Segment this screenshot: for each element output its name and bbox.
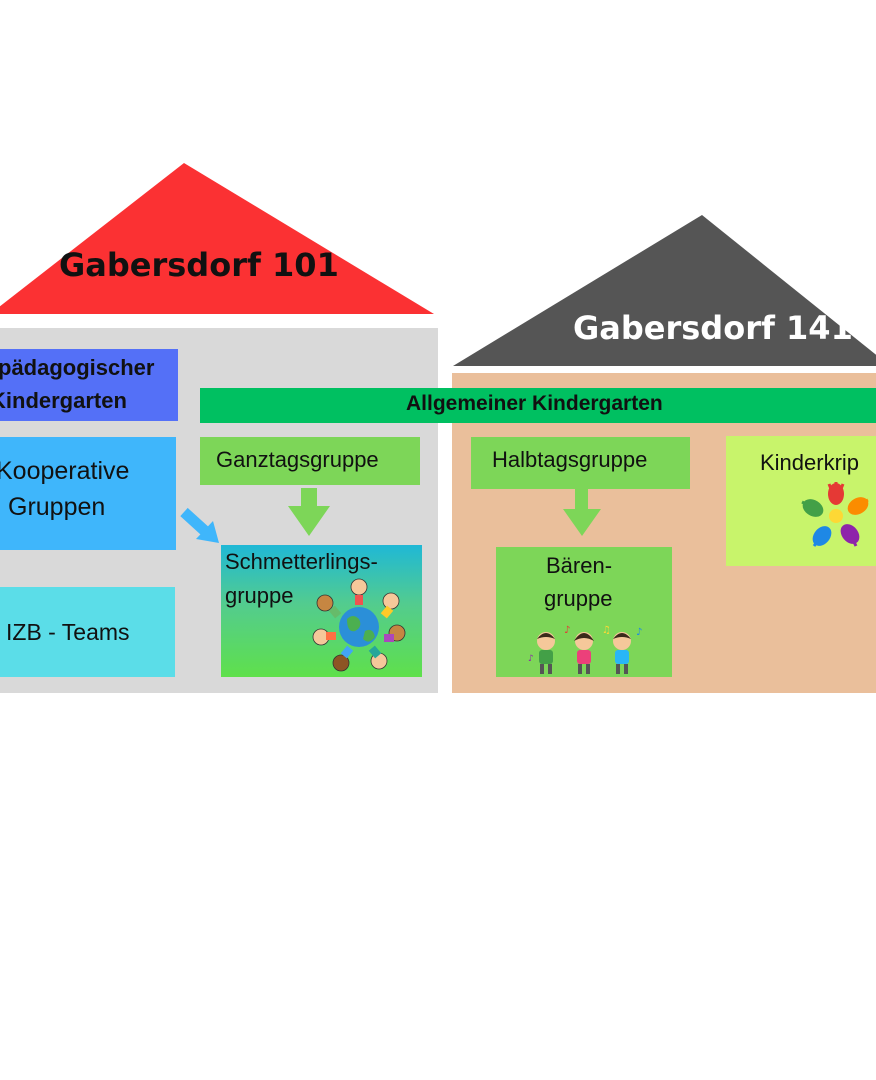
heil-line1: pädagogischer: [0, 355, 155, 380]
house2-roof: [453, 215, 876, 366]
house1-title: Gabersdorf 101: [59, 246, 339, 284]
house2-title: Gabersdorf 141: [573, 309, 853, 347]
heilpaedagogischer-kindergarten-box: pädagogischer Kindergarten: [0, 349, 178, 421]
house1-roof: [0, 163, 434, 314]
schm-line1: Schmetterlings-: [225, 549, 378, 574]
izb-label: IZB - Teams: [6, 619, 130, 645]
children-circle-globe-icon: [312, 578, 406, 672]
koop-line1: Kooperative: [0, 457, 130, 485]
koop-line2: Gruppen: [8, 493, 106, 521]
schmetterlingsgruppe-box: Schmetterlings- gruppe: [221, 545, 422, 677]
allg-label: Allgemeiner Kindergarten: [406, 392, 663, 415]
schm-line2: gruppe: [225, 583, 294, 608]
kinderkrippe-box: Kinderkrip: [726, 436, 876, 566]
baerengruppe-box: Bären- gruppe ♪ ♫ ♪ ♪: [496, 547, 672, 677]
izb-teams-box: IZB - Teams: [0, 587, 175, 677]
krip-label: Kinderkrip: [760, 450, 860, 475]
svg-text:♪: ♪: [564, 625, 570, 636]
svg-text:♫: ♫: [602, 625, 611, 636]
singing-children-icon: ♪ ♫ ♪ ♪: [528, 625, 642, 674]
colorful-hands-icon: [801, 482, 869, 547]
svg-text:♪: ♪: [636, 627, 642, 638]
kooperative-gruppen-box: Kooperative Gruppen: [0, 437, 176, 550]
baer-line2: gruppe: [544, 586, 613, 611]
halbtagsgruppe-box: Halbtagsgruppe: [471, 437, 690, 489]
ganz-label: Ganztagsgruppe: [216, 447, 379, 472]
baer-line1: Bären-: [546, 553, 613, 578]
allgemeiner-kindergarten-banner: Allgemeiner Kindergarten: [200, 388, 876, 423]
heil-line2: Kindergarten: [0, 388, 127, 413]
ganztagsgruppe-box: Ganztagsgruppe: [200, 437, 420, 485]
svg-text:♪: ♪: [528, 654, 534, 664]
halb-label: Halbtagsgruppe: [492, 447, 648, 472]
